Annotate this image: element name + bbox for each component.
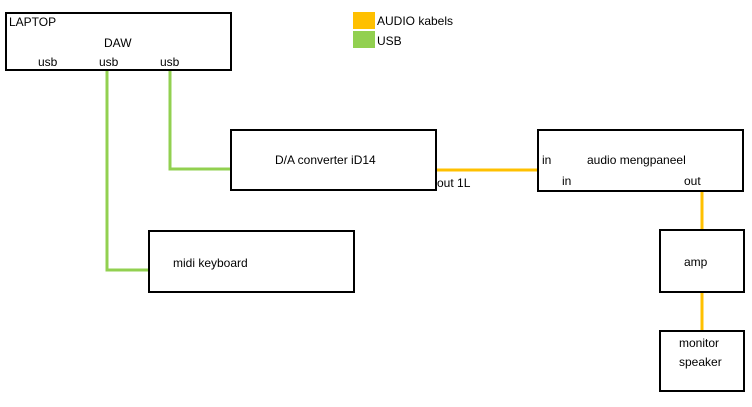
converter-out-port: out 1L bbox=[437, 176, 471, 190]
legend-usb-label: USB bbox=[377, 34, 402, 48]
midi-keyboard-box: midi keyboard bbox=[148, 230, 355, 293]
amp-box: amp bbox=[659, 229, 745, 293]
legend-audio-swatch bbox=[353, 12, 375, 29]
laptop-title: LAPTOP bbox=[9, 15, 57, 29]
panel-out: out bbox=[684, 174, 701, 188]
laptop-box: LAPTOP DAW usb usb usb bbox=[5, 12, 232, 71]
converter-label: D/A converter iD14 bbox=[275, 153, 376, 167]
legend-audio-label: AUDIO kabels bbox=[377, 14, 454, 28]
laptop-usb-port-3: usb bbox=[160, 55, 180, 69]
monitor-speaker-box: monitor speaker bbox=[659, 330, 745, 392]
audio-panel-box: in audio mengpaneel in out bbox=[537, 129, 744, 192]
panel-in-bottom: in bbox=[562, 174, 572, 188]
usb-cable-converter bbox=[168, 70, 232, 171]
amp-label: amp bbox=[684, 255, 708, 269]
midi-keyboard-label: midi keyboard bbox=[173, 256, 248, 270]
panel-label: audio mengpaneel bbox=[587, 153, 686, 167]
converter-box: D/A converter iD14 bbox=[230, 129, 437, 191]
laptop-usb-port-1: usb bbox=[38, 55, 58, 69]
speaker-label-line2: speaker bbox=[679, 355, 722, 369]
legend-usb-swatch bbox=[353, 31, 375, 48]
laptop-usb-port-2: usb bbox=[99, 55, 119, 69]
daw-label: DAW bbox=[104, 36, 132, 50]
speaker-label-line1: monitor bbox=[679, 336, 720, 350]
panel-in-left: in bbox=[542, 153, 552, 167]
usb-cable-keyboard bbox=[105, 70, 150, 272]
